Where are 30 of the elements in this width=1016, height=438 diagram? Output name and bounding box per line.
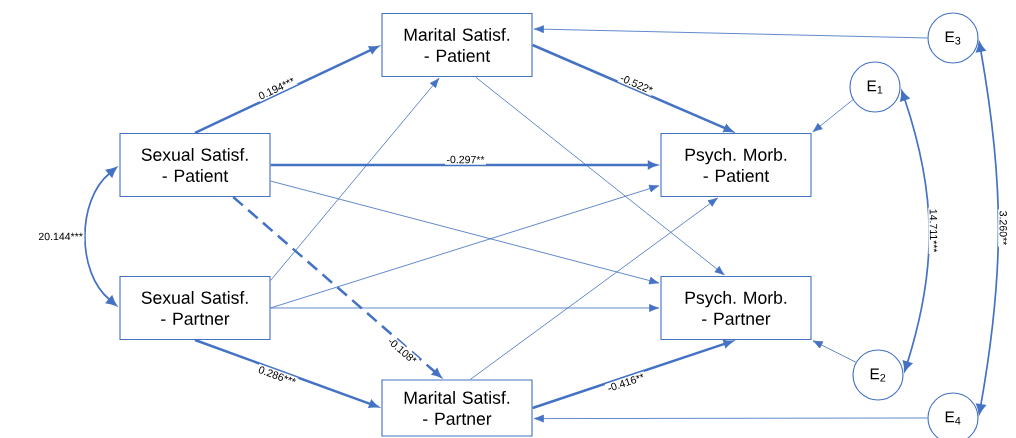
curved-arrow: [84, 166, 117, 306]
arrow: [475, 76, 725, 276]
arrow: [194, 45, 379, 135]
edge-label: 3.260**: [998, 209, 1009, 247]
arrow: [270, 77, 440, 281]
arrow: [812, 340, 857, 363]
edge-label: 20.144***: [36, 231, 85, 242]
arrow: [270, 304, 660, 312]
variable-box: Sexual Satisf. - Partner: [119, 275, 271, 341]
arrow: [533, 414, 928, 423]
variable-box: Sexual Satisf. - Patient: [119, 132, 271, 198]
variable-box: Marital Satisf. - Patient: [381, 12, 533, 78]
arrow: [270, 184, 660, 309]
variable-box: Psych. Morb. - Patient: [660, 132, 812, 198]
arrow: [533, 25, 928, 39]
edge-label: -0.297**: [445, 154, 486, 165]
arrow: [812, 99, 854, 133]
edge-label: 14.711***: [928, 207, 939, 254]
arrow: [270, 180, 660, 285]
curved-arrow: [900, 90, 931, 372]
arrow: [532, 43, 733, 133]
arrow: [532, 339, 733, 410]
curved-arrow: [976, 41, 1000, 415]
variable-box: Marital Satisf. - Partner: [381, 379, 533, 437]
edge-label: -0.416**: [604, 371, 647, 394]
variable-box: Psych. Morb. - Partner: [660, 275, 812, 341]
arrow: [469, 197, 718, 380]
arrow: [232, 196, 442, 378]
arrow: [270, 161, 657, 169]
edge-label: -0.522*: [617, 71, 656, 96]
